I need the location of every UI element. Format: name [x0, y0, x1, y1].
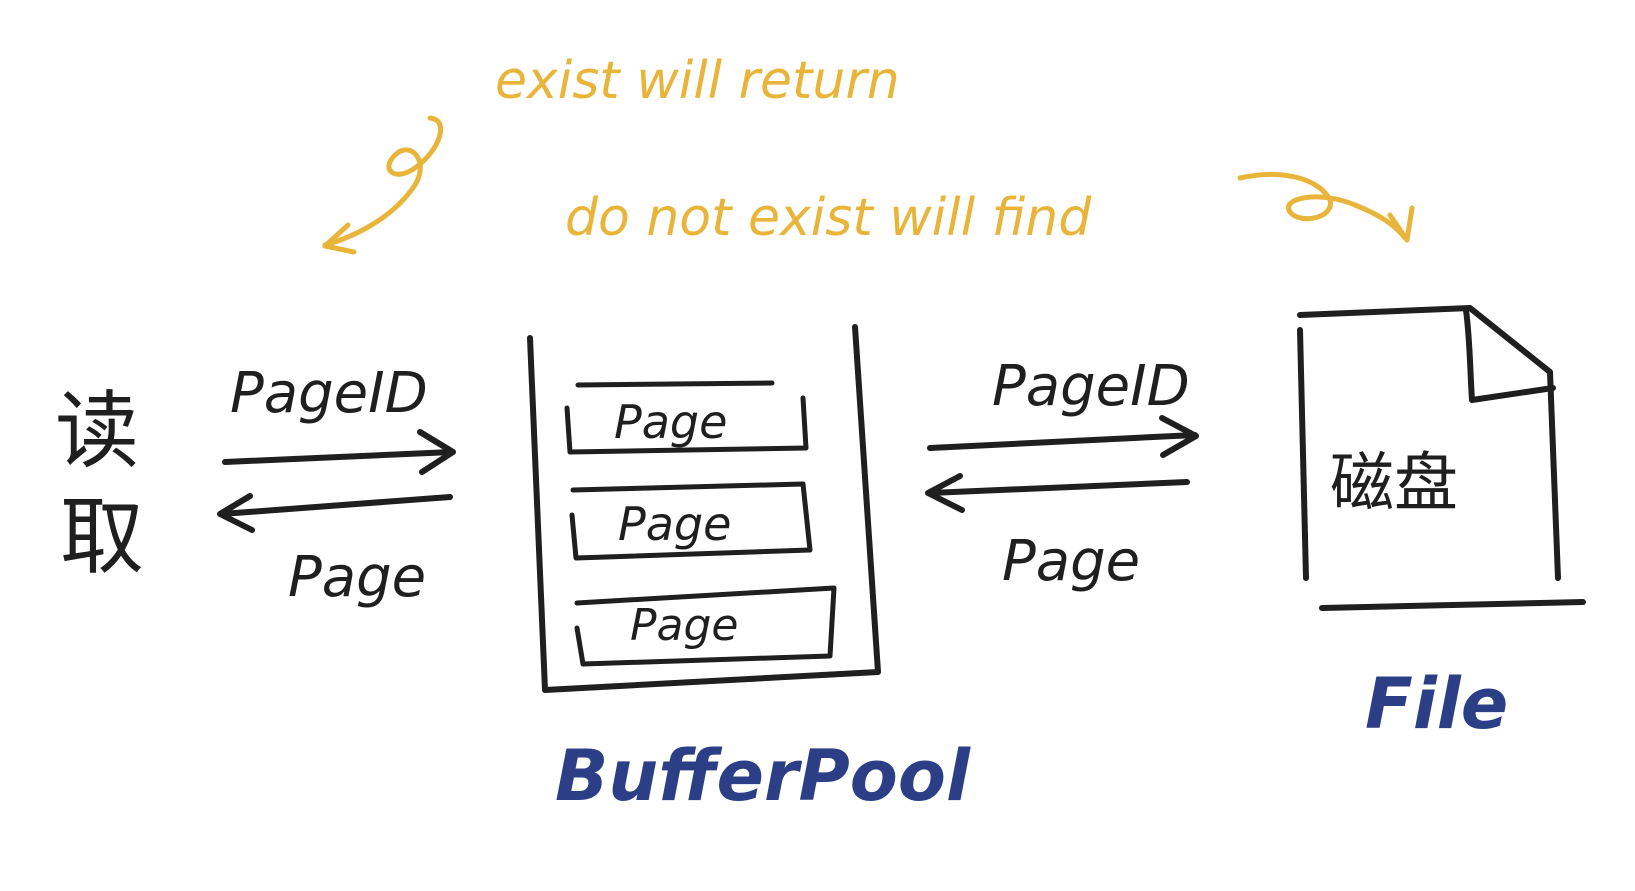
right-response-arrowhead [925, 473, 965, 513]
reader-label-top: 读 [55, 382, 139, 480]
not-exist-arrowhead [1387, 205, 1415, 243]
page-slot-3-label: Page [630, 600, 739, 651]
left-request-arrowhead [417, 429, 456, 475]
page-slot-2-box [569, 481, 813, 561]
page-slot-1-top-line [575, 380, 775, 388]
file-label: File [1365, 663, 1508, 745]
left-request-arrow [222, 449, 455, 465]
page-slot-3-box [574, 585, 837, 667]
file-dog-ear-fold [1463, 307, 1556, 403]
right-response-label: Page [1002, 529, 1140, 594]
right-request-label: PageID [992, 354, 1190, 419]
left-response-arrowhead [217, 493, 255, 533]
exist-annotation: exist will return [495, 51, 900, 111]
buffer-pool-container [527, 324, 881, 693]
right-request-arrowhead [1159, 415, 1199, 458]
buffer-pool-label: BufferPool [555, 735, 971, 817]
reader-label-bottom: 取 [60, 488, 144, 586]
left-request-label: PageID [230, 361, 428, 426]
left-response-arrow [219, 494, 453, 517]
not-exist-curly-arrow [1237, 171, 1408, 241]
left-response-label: Page [288, 545, 426, 610]
file-base-line [1319, 599, 1586, 611]
not-exist-annotation: do not exist will find [565, 188, 1092, 248]
exist-arrowhead [322, 222, 357, 255]
right-request-arrow [927, 432, 1198, 451]
file-inner-label: 磁盘 [1330, 447, 1458, 521]
page-slot-2-label: Page [618, 497, 731, 551]
exist-curly-arrow [322, 115, 444, 248]
page-slot-1-box [564, 395, 809, 455]
file-document-outline [1297, 305, 1561, 581]
right-response-arrow [927, 479, 1190, 496]
page-slot-1-label: Page [614, 395, 727, 449]
